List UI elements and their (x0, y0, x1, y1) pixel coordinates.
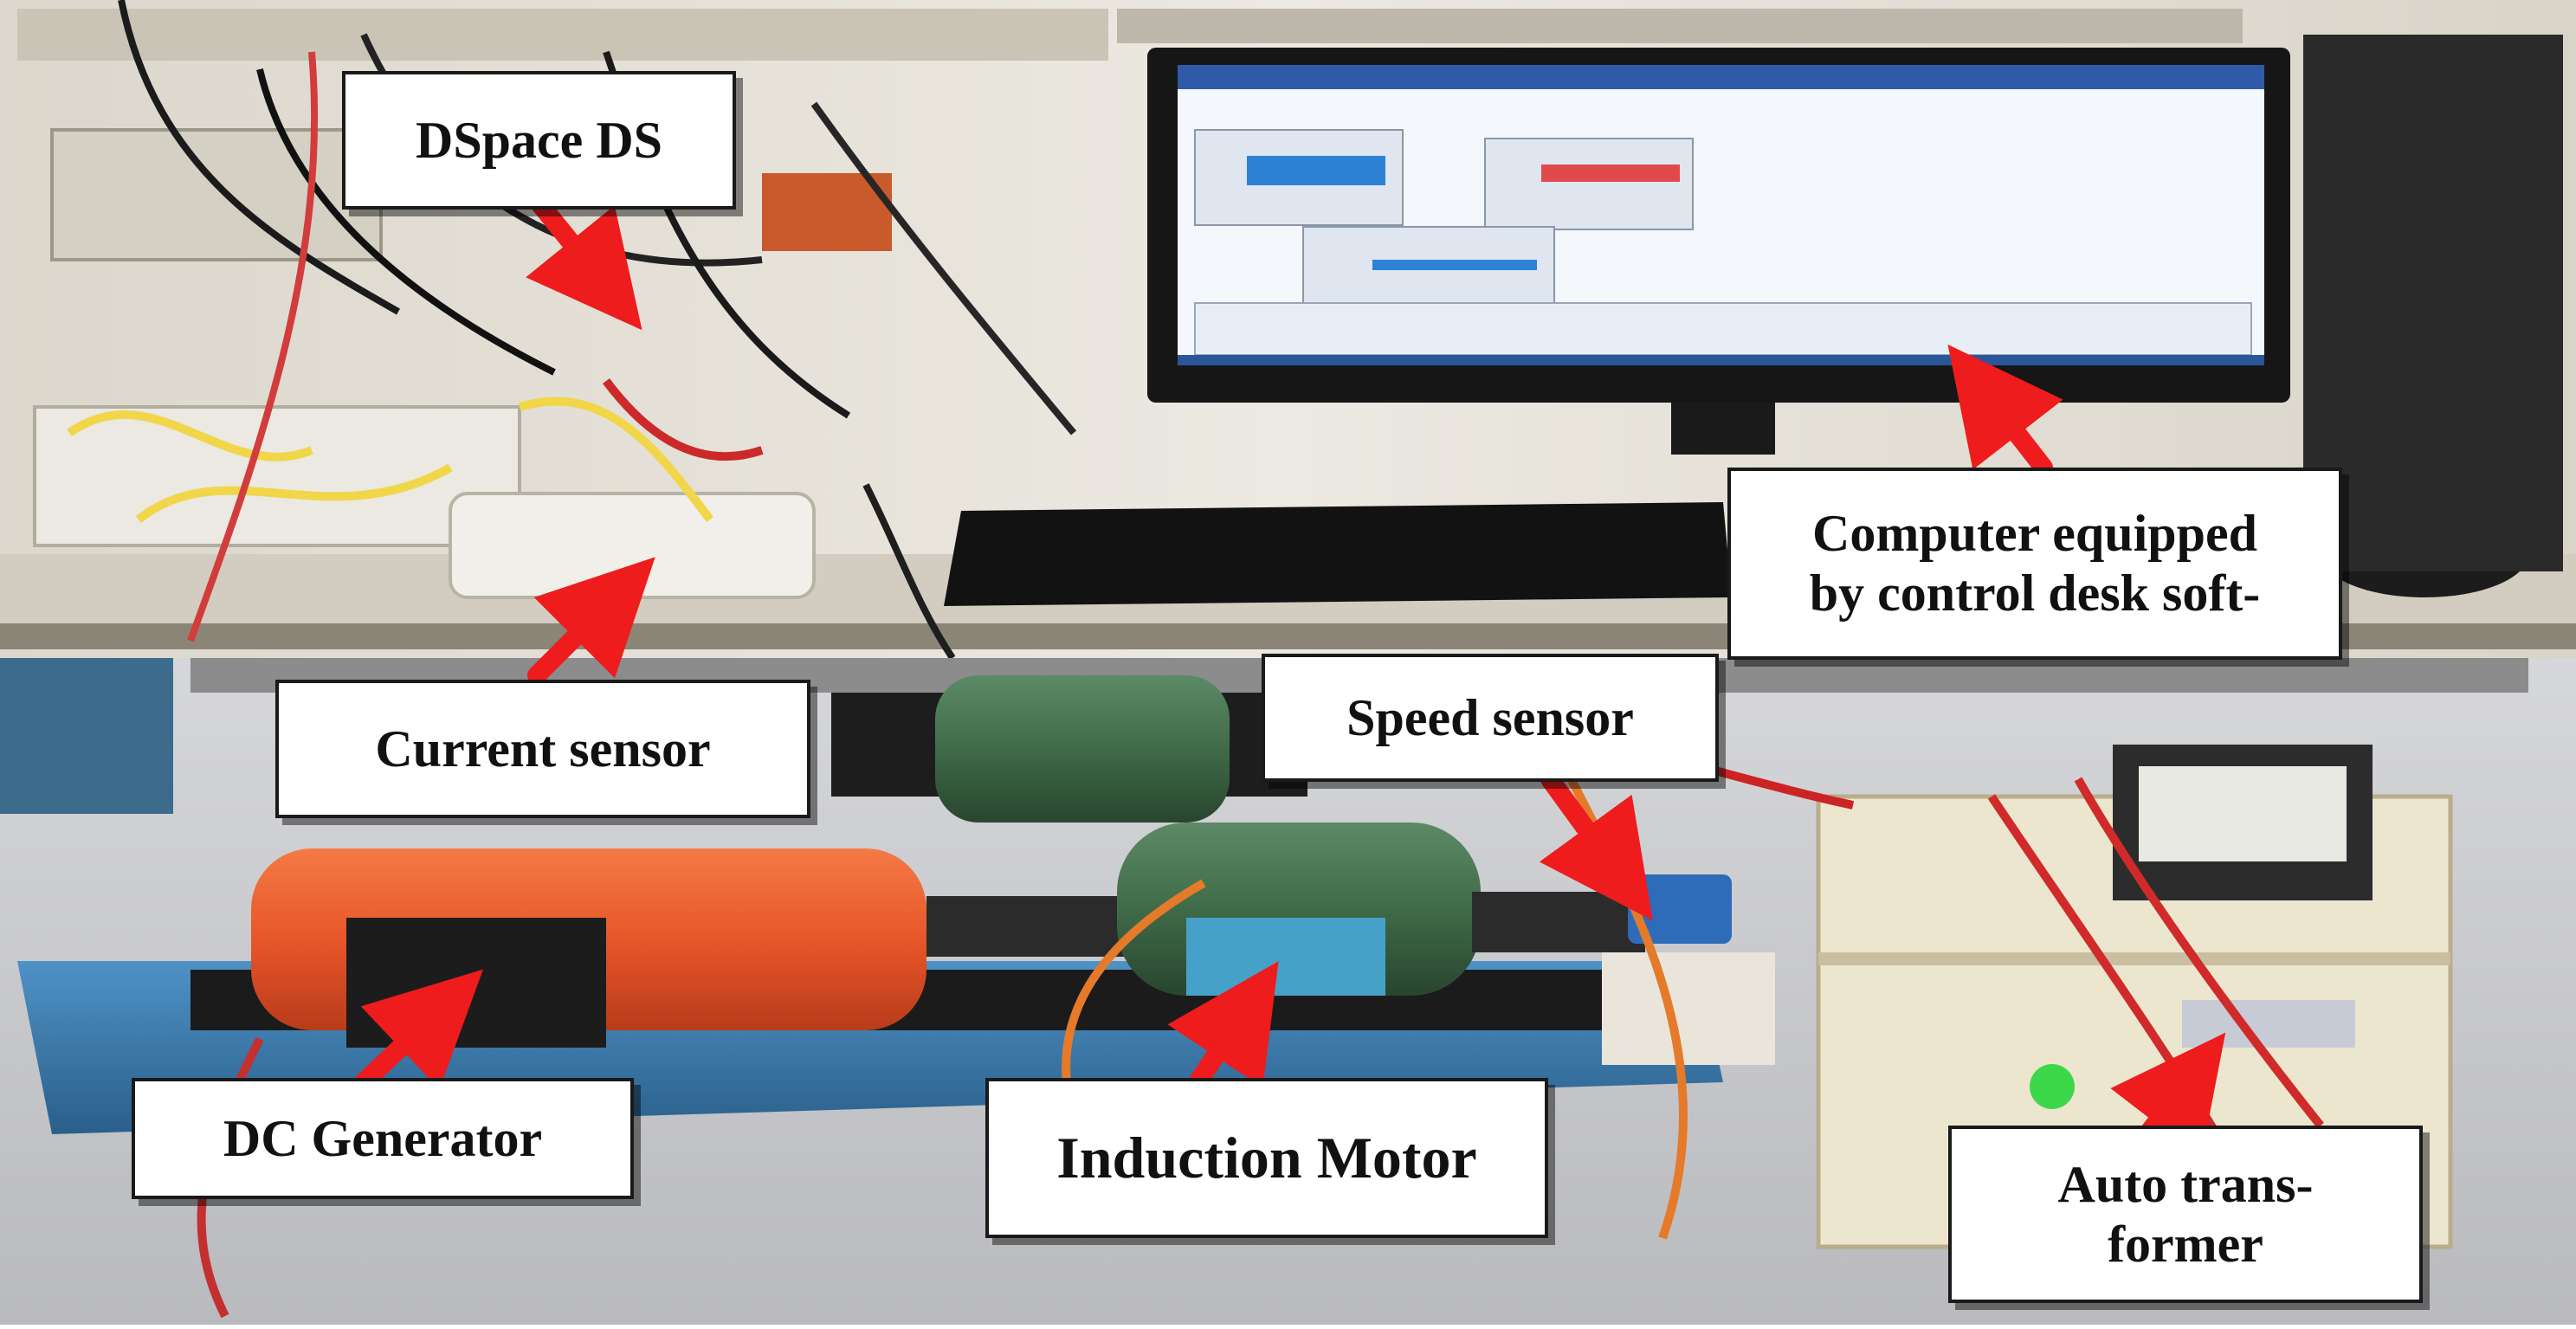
label-current-sensor-text: Current sensor (375, 719, 711, 777)
screen-panel-2 (1484, 138, 1694, 230)
sensor-board (33, 405, 521, 547)
cabinet-seam (1818, 952, 2450, 965)
meter-face (2139, 766, 2347, 861)
wall-panel-2 (1117, 9, 2243, 43)
arrow-dc-generator (354, 969, 483, 1092)
label-auto-transformer-line1: Auto trans- (2057, 1155, 2314, 1213)
power-lamp (2030, 1064, 2075, 1109)
label-dspace-text: DSpace DS (415, 111, 663, 169)
label-induction-motor: Induction Motor (985, 1078, 1548, 1238)
screen-taskbar (1178, 355, 2264, 365)
screen-bar-blue (1247, 156, 1385, 185)
cables (67, 0, 1077, 661)
arrow-speed-sensor (1539, 770, 1653, 921)
rear-motor (935, 675, 1230, 823)
speed-sensor-encoder (1628, 874, 1732, 944)
label-dc-generator-text: DC Generator (223, 1109, 543, 1167)
motor-nameplate (1186, 918, 1385, 996)
current-sensor-board (449, 492, 816, 599)
coupling-2 (1472, 892, 1645, 952)
coupling-1 (926, 896, 1126, 957)
pc-tower (2303, 35, 2563, 571)
label-induction-motor-text: Induction Motor (1056, 1125, 1477, 1191)
emergency-switch (762, 173, 892, 251)
label-computer: Computer equipped by control desk soft- (1727, 468, 2342, 660)
label-computer-line1: Computer equipped (1812, 505, 2257, 562)
callout-arrows (354, 185, 2226, 1158)
screen-bar-red (1541, 165, 1680, 182)
wall-panel (17, 9, 1108, 61)
screen-bar-blue-2 (1372, 260, 1537, 270)
arrow-computer (1947, 344, 2063, 477)
label-dspace: DSpace DS (342, 71, 736, 210)
screen-graph (1194, 302, 2252, 356)
label-auto-transformer-line2: former (2108, 1215, 2263, 1273)
screen-titlebar (1178, 65, 2264, 89)
fan (0, 658, 173, 814)
label-current-sensor: Current sensor (275, 680, 810, 818)
monitor-stand (1671, 403, 1775, 455)
encoder-mount (1602, 952, 1775, 1065)
keyboard (944, 502, 1732, 606)
arrow-dspace (523, 185, 642, 331)
generator-terminal-box (346, 918, 606, 1048)
label-dc-generator: DC Generator (132, 1078, 634, 1199)
label-speed-sensor: Speed sensor (1262, 654, 1719, 782)
breaker (2182, 1000, 2355, 1048)
label-computer-line2: by control desk soft- (1809, 565, 2261, 622)
label-speed-sensor-text: Speed sensor (1346, 688, 1634, 746)
arrow-current-sensor (527, 557, 655, 685)
arrow-auto-transformer (2110, 1032, 2226, 1158)
dspace-box (50, 128, 383, 261)
arrow-induction-motor (1167, 961, 1279, 1096)
label-auto-transformer: Auto trans- former (1948, 1126, 2423, 1303)
